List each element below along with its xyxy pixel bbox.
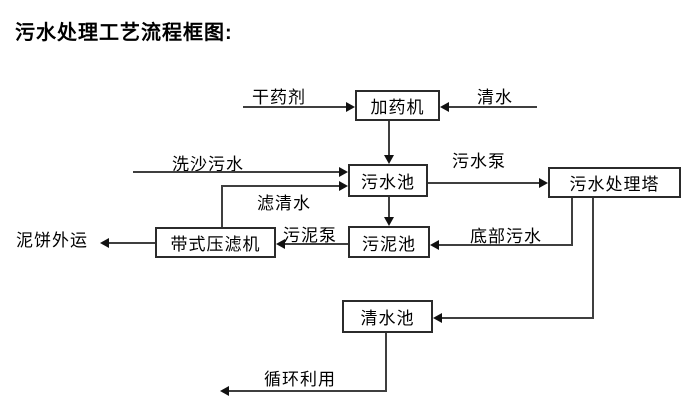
label-sewage-pump: 污水泵 [452, 152, 506, 171]
arrowhead-sewage-pump [539, 178, 548, 188]
edge-sand-sewage-line [133, 171, 340, 173]
label-clean-water: 清水 [477, 88, 513, 107]
arrowhead-dry-agent [346, 102, 355, 112]
diagram-title: 污水处理工艺流程框图: [15, 22, 233, 44]
edge-dosing-to-sewage-line [388, 121, 390, 157]
edge-recycle-hline [228, 390, 387, 392]
edge-recycle-vline [385, 333, 387, 392]
arrowhead-sand-sewage [339, 167, 348, 177]
node-dosing-machine: 加药机 [355, 90, 440, 121]
edge-dry-agent-line [243, 106, 347, 108]
edge-clean-water-line [448, 106, 537, 108]
node-clean-water-pool: 清水池 [342, 300, 433, 333]
arrowhead-dosing-to-sewage [384, 155, 394, 164]
label-dry-agent: 干药剂 [252, 88, 306, 107]
arrowhead-recycle [220, 386, 229, 396]
label-filtered-water: 滤清水 [257, 194, 311, 213]
edge-bottom-sewage-vline [571, 198, 573, 246]
label-mud-cake-out: 泥饼外运 [16, 231, 88, 250]
node-sludge-pool: 污泥池 [348, 226, 430, 258]
edge-filtered-water-hline [221, 185, 340, 187]
arrowhead-filtered-water [339, 181, 348, 191]
edge-sewage-pump-line [428, 182, 540, 184]
edge-tower-to-clean-hline [441, 317, 594, 319]
label-sludge-pump: 污泥泵 [283, 226, 337, 245]
edge-sludge-pump-line [284, 243, 348, 245]
label-bottom-sewage: 底部污水 [470, 227, 542, 246]
node-belt-filter-press: 带式压滤机 [155, 227, 276, 258]
node-sewage-pool: 污水池 [348, 164, 428, 197]
arrowhead-bottom-sewage [430, 240, 439, 250]
edge-mud-cake-line [108, 242, 155, 244]
edge-bottom-sewage-hline [438, 244, 573, 246]
node-treatment-tower: 污水处理塔 [548, 167, 681, 198]
arrowhead-mud-cake [100, 238, 109, 248]
arrowhead-clean-water [440, 102, 449, 112]
arrowhead-sludge-pump [276, 239, 285, 249]
edge-tower-to-clean-vline [592, 198, 594, 319]
label-recycle-use: 循环利用 [264, 370, 336, 389]
edge-filtered-water-vline [221, 186, 223, 227]
label-sand-washing-sewage: 洗沙污水 [172, 155, 244, 174]
edge-sewage-to-sludge-line [388, 197, 390, 219]
arrowhead-tower-to-clean [433, 313, 442, 323]
arrowhead-sewage-to-sludge [384, 217, 394, 226]
